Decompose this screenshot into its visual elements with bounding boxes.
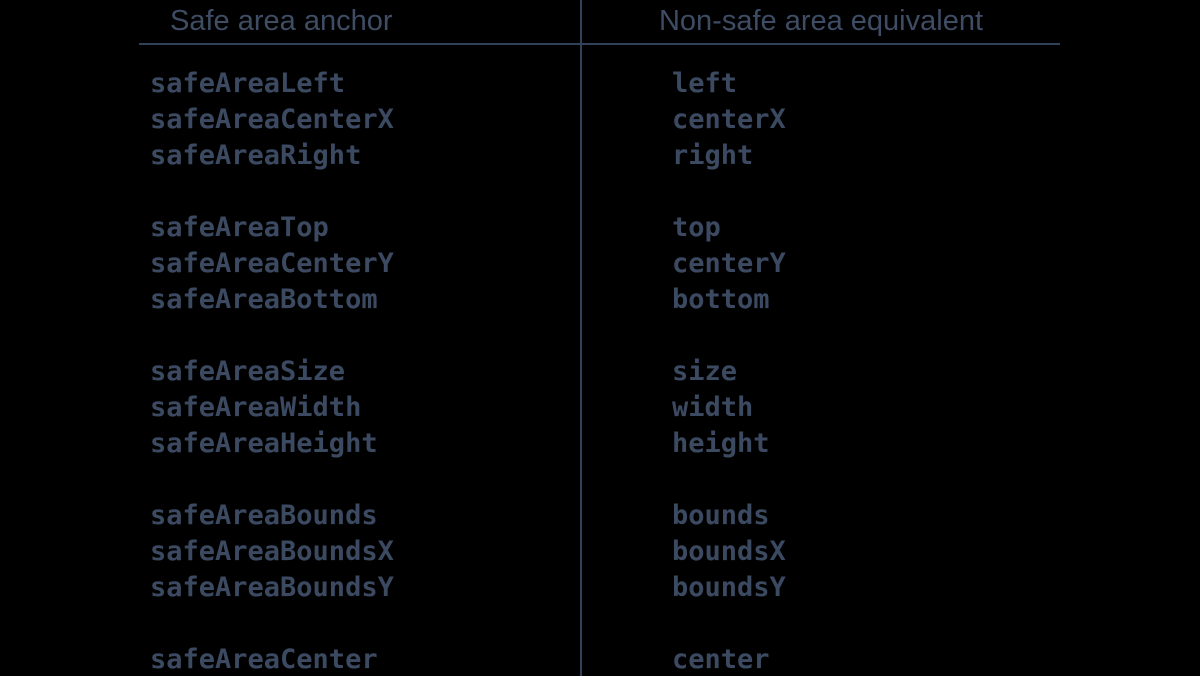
table-row: safeAreaBoundsX boundsX <box>0 533 1200 569</box>
table-row: safeAreaBoundsY boundsY <box>0 569 1200 605</box>
table-row: safeAreaBounds bounds <box>0 497 1200 533</box>
safe-area-anchor-cell: safeAreaCenter <box>150 643 378 675</box>
safe-area-anchor-cell: safeAreaBounds <box>150 499 378 531</box>
safe-area-anchor-cell: safeAreaRight <box>150 139 362 171</box>
table-header-row: Safe area anchor Non-safe area equivalen… <box>0 0 1200 43</box>
non-safe-equivalent-cell: height <box>672 427 770 459</box>
non-safe-equivalent-cell: right <box>672 139 754 171</box>
column-header-non-safe-equivalent: Non-safe area equivalent <box>658 5 984 37</box>
group-gap <box>0 317 1200 353</box>
safe-area-anchor-cell: safeAreaHeight <box>150 427 378 459</box>
column-divider-line <box>580 0 582 676</box>
group-gap <box>0 461 1200 497</box>
safe-area-anchor-cell: safeAreaWidth <box>150 391 362 423</box>
safe-area-anchor-cell: safeAreaBoundsY <box>150 571 394 603</box>
table-row: safeAreaSize size <box>0 353 1200 389</box>
non-safe-equivalent-cell: left <box>672 67 738 99</box>
non-safe-equivalent-cell: width <box>672 391 754 423</box>
non-safe-equivalent-cell: bounds <box>672 499 770 531</box>
group-gap <box>0 173 1200 209</box>
table-row: safeAreaTop top <box>0 209 1200 245</box>
table-row: safeAreaBottom bottom <box>0 281 1200 317</box>
non-safe-equivalent-cell: bottom <box>672 283 770 315</box>
table-row: safeAreaCenterY centerY <box>0 245 1200 281</box>
table-row: safeAreaLeft left <box>0 65 1200 101</box>
column-header-safe-area-anchor: Safe area anchor <box>170 5 393 37</box>
non-safe-equivalent-cell: boundsY <box>672 571 786 603</box>
safe-area-anchor-cell: safeAreaTop <box>150 211 329 243</box>
non-safe-equivalent-cell: boundsX <box>672 535 786 567</box>
non-safe-equivalent-cell: centerY <box>672 247 786 279</box>
safe-area-anchor-cell: safeAreaSize <box>150 355 346 387</box>
non-safe-equivalent-cell: size <box>672 355 738 387</box>
safe-area-anchor-cell: safeAreaBoundsX <box>150 535 394 567</box>
table-row: safeAreaHeight height <box>0 425 1200 461</box>
safe-area-anchor-cell: safeAreaCenterX <box>150 103 394 135</box>
table-row: safeAreaCenterX centerX <box>0 101 1200 137</box>
table-row: safeAreaWidth width <box>0 389 1200 425</box>
safe-area-anchor-cell: safeAreaLeft <box>150 67 346 99</box>
table-row: safeAreaRight right <box>0 137 1200 173</box>
safe-area-anchor-cell: safeAreaCenterY <box>150 247 394 279</box>
header-rule <box>139 43 1060 45</box>
non-safe-equivalent-cell: centerX <box>672 103 786 135</box>
non-safe-equivalent-cell: center <box>672 643 770 675</box>
non-safe-equivalent-cell: top <box>672 211 721 243</box>
group-gap <box>0 605 1200 641</box>
safe-area-anchor-cell: safeAreaBottom <box>150 283 378 315</box>
table-row: safeAreaCenter center <box>0 641 1200 676</box>
